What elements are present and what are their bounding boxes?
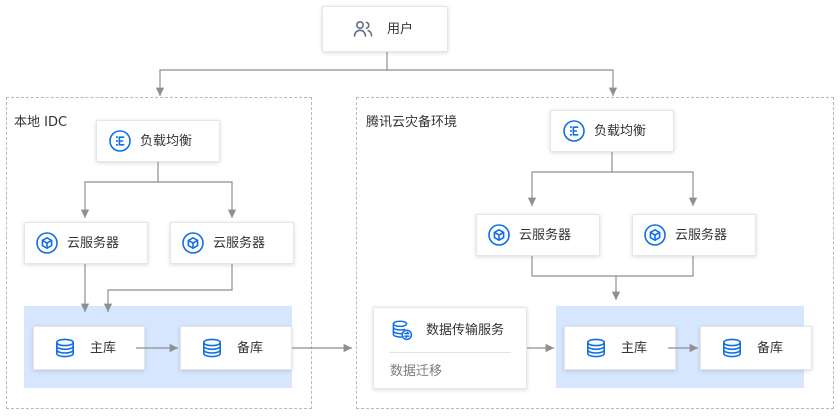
dr-primary-db-label: 主库 — [621, 340, 648, 356]
dr-cloud-server-label-2: 云服务器 — [675, 227, 728, 243]
local-cloud-server-node-2: 云服务器 — [170, 222, 294, 264]
local-cloud-server-label-2: 云服务器 — [213, 235, 266, 251]
cloud-server-icon — [487, 223, 511, 247]
data-transfer-icon — [390, 318, 414, 342]
connector-user-split — [155, 52, 388, 96]
cloud-server-icon — [35, 231, 59, 255]
load-balancer-icon — [108, 129, 132, 153]
cloud-server-icon — [181, 231, 205, 255]
dr-primary-db-node: 主库 — [564, 326, 676, 370]
dr-cloud-server-node-2: 云服务器 — [632, 214, 756, 256]
database-icon — [200, 336, 224, 360]
user-node: 用户 — [322, 6, 448, 52]
data-migration-label: 数据迁移 — [390, 364, 443, 379]
data-transfer-service-node: 数据传输服务 数据迁移 — [373, 307, 527, 389]
cloud-server-icon — [643, 223, 667, 247]
database-icon — [53, 336, 77, 360]
data-transfer-service-label: 数据传输服务 — [426, 322, 505, 338]
user-label: 用户 — [387, 21, 414, 37]
local-backup-db-node: 备库 — [180, 326, 292, 370]
dr-environment-title: 腾讯云灾备环境 — [366, 115, 458, 130]
local-backup-db-label: 备库 — [237, 340, 264, 356]
load-balancer-icon — [562, 119, 586, 143]
database-icon — [720, 336, 744, 360]
dr-load-balancer-node: 负载均衡 — [550, 110, 674, 152]
local-cloud-server-label-1: 云服务器 — [67, 235, 120, 251]
local-idc-title: 本地 IDC — [14, 115, 68, 130]
local-load-balancer-label: 负载均衡 — [140, 133, 193, 149]
database-icon — [584, 336, 608, 360]
data-transfer-divider — [389, 352, 511, 353]
data-transfer-service-header: 数据传输服务 — [390, 318, 504, 342]
dr-backup-db-node: 备库 — [700, 326, 812, 370]
dr-cloud-server-node-1: 云服务器 — [476, 214, 600, 256]
local-cloud-server-node-1: 云服务器 — [24, 222, 148, 264]
local-load-balancer-node: 负载均衡 — [96, 120, 220, 162]
dr-cloud-server-label-1: 云服务器 — [519, 227, 572, 243]
users-icon — [351, 17, 375, 41]
local-primary-db-node: 主库 — [33, 326, 145, 370]
dr-backup-db-label: 备库 — [757, 340, 784, 356]
dr-environment-group — [356, 97, 834, 409]
connector-user-right — [387, 69, 618, 96]
local-idc-group — [6, 97, 312, 409]
dr-load-balancer-label: 负载均衡 — [594, 123, 647, 139]
local-primary-db-label: 主库 — [90, 340, 117, 356]
